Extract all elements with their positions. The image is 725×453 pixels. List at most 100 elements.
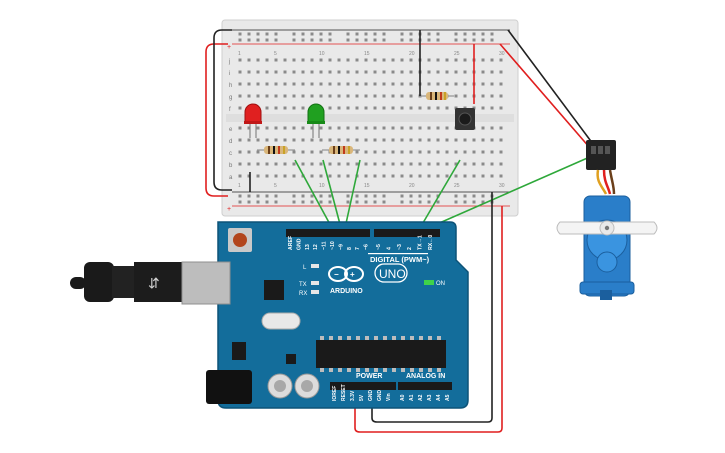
hole: [319, 58, 323, 62]
rail-hole: [364, 194, 368, 198]
rail-hole: [292, 38, 296, 42]
breadboard-holes: [238, 32, 503, 204]
hole: [247, 150, 251, 154]
hole: [499, 58, 503, 62]
wire-signal-led-red: [294, 159, 333, 229]
hole: [274, 138, 278, 142]
hole: [247, 82, 251, 86]
hole: [454, 70, 458, 74]
hole: [373, 162, 377, 166]
rail-hole: [481, 194, 485, 198]
row-letter: h: [229, 83, 232, 89]
hole: [445, 58, 449, 62]
resistor-1[interactable]: [257, 146, 295, 154]
hole: [292, 174, 296, 178]
hole: [292, 138, 296, 142]
digital-header-left: [286, 229, 370, 237]
rail-hole: [472, 32, 476, 36]
green-led[interactable]: [307, 103, 325, 138]
digital-pin-label: ~6: [364, 244, 370, 250]
hole: [247, 162, 251, 166]
hole: [427, 58, 431, 62]
hole: [400, 82, 404, 86]
wire-gnd: [371, 192, 493, 423]
hole: [382, 58, 386, 62]
rail-hole: [481, 200, 485, 204]
on-label: ON: [436, 281, 445, 287]
hole: [283, 138, 287, 142]
resistor-3[interactable]: [420, 92, 454, 100]
resistor-2[interactable]: [322, 146, 360, 154]
rail-hole: [301, 200, 305, 204]
hole: [328, 70, 332, 74]
hole: [400, 94, 404, 98]
reset-button[interactable]: [228, 228, 252, 252]
hole: [436, 106, 440, 110]
rail-hole: [265, 194, 269, 198]
hole: [337, 94, 341, 98]
hole: [265, 106, 269, 110]
hole: [454, 82, 458, 86]
row-letter: i: [229, 71, 230, 77]
hole: [238, 58, 242, 62]
hole: [409, 138, 413, 142]
hole: [256, 58, 260, 62]
rail-hole: [238, 200, 242, 204]
rail-hole: [463, 32, 467, 36]
hole: [463, 150, 467, 154]
hole: [328, 138, 332, 142]
rail-hole: [436, 200, 440, 204]
hole: [499, 126, 503, 130]
hole: [238, 138, 242, 142]
on-led: [424, 280, 434, 285]
rail-hole: [328, 32, 332, 36]
hole: [463, 174, 467, 178]
rail-hole: [256, 38, 260, 42]
hole: [274, 82, 278, 86]
hole: [346, 138, 350, 142]
digital-pin-label: ~11: [322, 241, 328, 250]
hole: [319, 150, 323, 154]
power-pin-label: GND: [377, 390, 383, 402]
rail-hole: [247, 38, 251, 42]
hole: [481, 138, 485, 142]
hole: [373, 58, 377, 62]
red-led[interactable]: [244, 103, 262, 138]
hole: [238, 94, 242, 98]
hole: [400, 58, 404, 62]
hole: [265, 58, 269, 62]
hole: [292, 162, 296, 166]
rail-hole: [319, 194, 323, 198]
column-label: 5: [274, 183, 277, 189]
hole: [238, 174, 242, 178]
rail-hole: [265, 200, 269, 204]
hole: [256, 150, 260, 154]
crystal: [261, 312, 301, 330]
voltage-regulator: [232, 342, 246, 360]
rail-hole: [346, 38, 350, 42]
rail-hole: [373, 194, 377, 198]
digital-pin-label: 4: [386, 247, 392, 250]
rail-hole: [247, 32, 251, 36]
hole: [436, 126, 440, 130]
rail-hole: [265, 38, 269, 42]
pushbutton[interactable]: [455, 108, 475, 130]
digital-pin-label: 8: [347, 247, 353, 250]
hole: [454, 162, 458, 166]
hole: [382, 82, 386, 86]
column-label: 20: [409, 183, 415, 189]
hole: [328, 126, 332, 130]
column-label: 1: [238, 51, 241, 57]
servo-motor[interactable]: [556, 140, 658, 300]
hole: [499, 174, 503, 178]
hole: [382, 70, 386, 74]
row-letter: c: [229, 151, 232, 157]
hole: [409, 82, 413, 86]
hole: [490, 162, 494, 166]
column-label: 15: [364, 51, 370, 57]
hole: [310, 174, 314, 178]
breadboard: + + j i h g f e d c b a: [221, 19, 519, 217]
hole: [292, 150, 296, 154]
